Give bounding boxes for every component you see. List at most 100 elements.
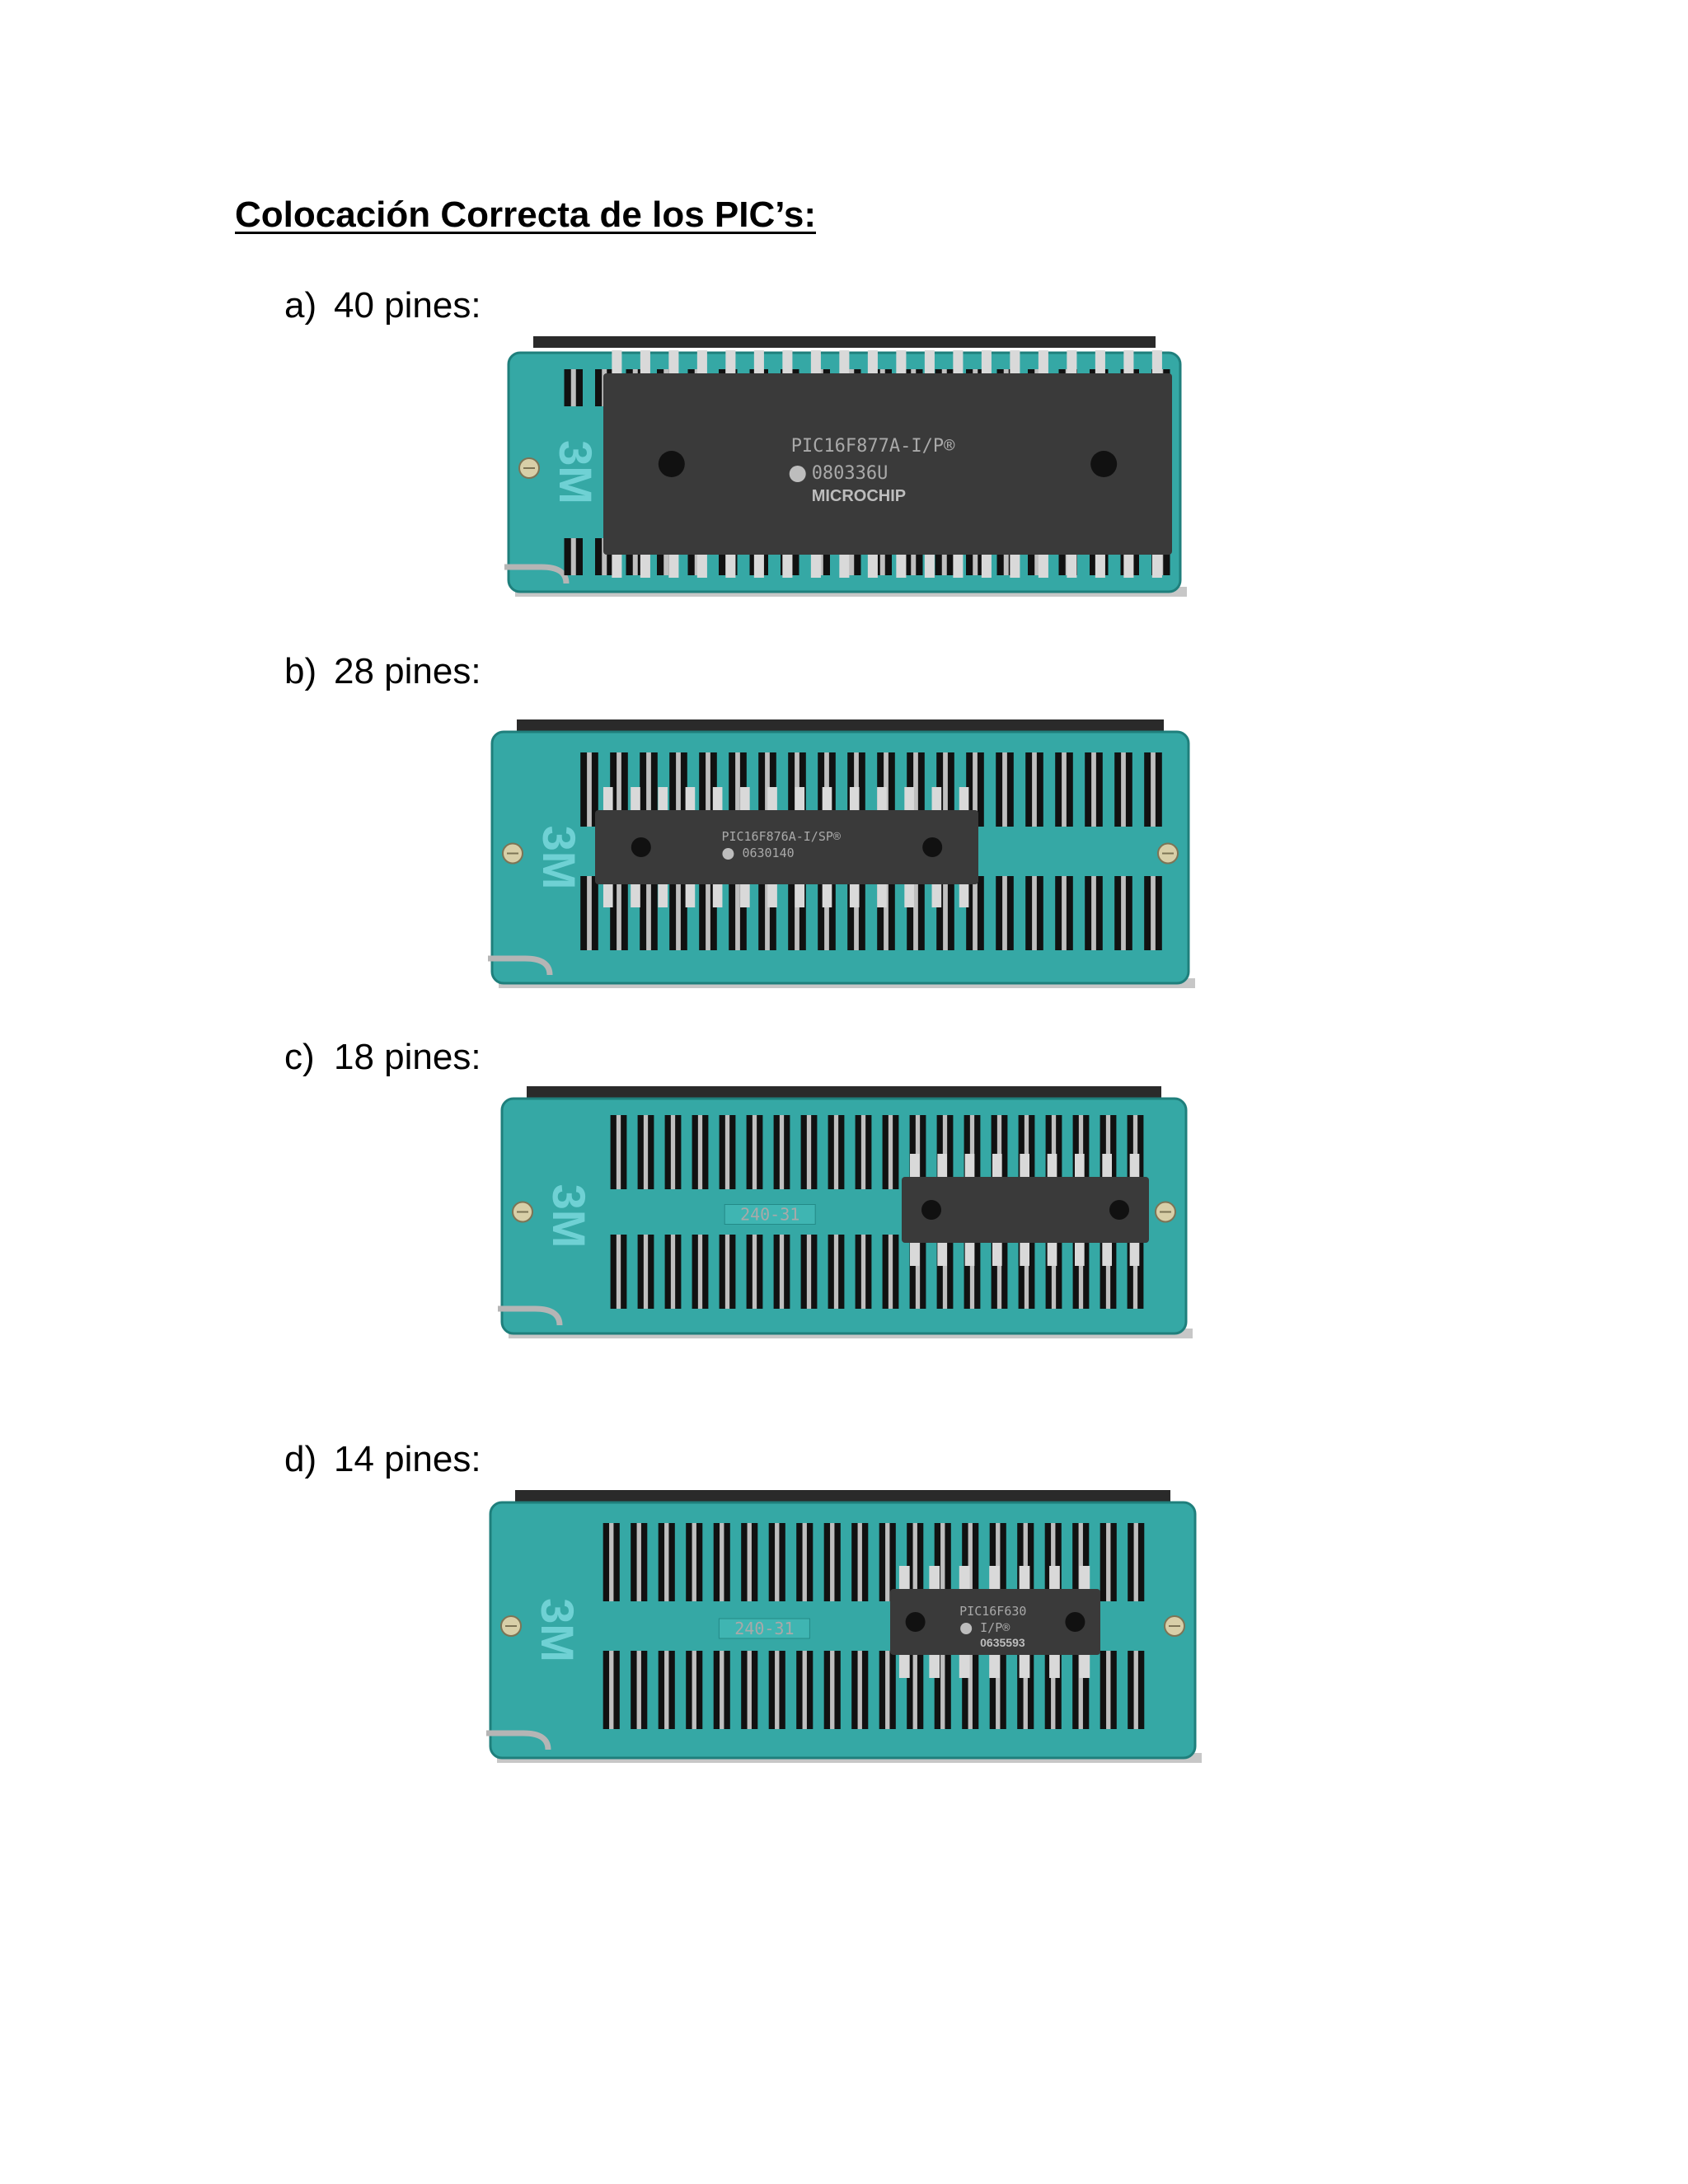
- socket-contact: [915, 1235, 921, 1309]
- chip-pin: [1019, 1566, 1030, 1591]
- chip-pin: [992, 1154, 1002, 1179]
- socket-contact: [643, 1235, 649, 1309]
- chip-pin: [1038, 350, 1048, 375]
- chip-pin: [877, 787, 887, 812]
- socket-base-shadow: [527, 1086, 1161, 1098]
- socket-contact: [1051, 1235, 1057, 1309]
- socket-brand-label: 3M: [543, 1184, 595, 1249]
- chip-pin: [981, 553, 992, 578]
- chip-pin: [959, 883, 969, 907]
- socket-contact: [806, 1235, 812, 1309]
- socket-contact: [609, 1523, 614, 1601]
- chip-pin: [631, 883, 640, 907]
- socket-contact: [1106, 1523, 1111, 1601]
- socket-contact: [724, 1115, 730, 1189]
- socket-contact: [911, 538, 917, 575]
- chip-pin: [1038, 553, 1048, 578]
- socket-contact: [913, 876, 918, 950]
- socket-contact: [913, 752, 918, 827]
- socket-contact: [664, 1523, 669, 1601]
- chip-pin: [924, 350, 935, 375]
- socket-contact: [570, 538, 576, 575]
- chip-pin: [740, 787, 750, 812]
- chip-dimple: [921, 1200, 941, 1220]
- socket-contact: [697, 1115, 703, 1189]
- socket-contact: [663, 538, 669, 575]
- socket-contact: [617, 752, 621, 827]
- chip-pin: [782, 553, 793, 578]
- socket-contact: [1105, 1235, 1111, 1309]
- page-title: Colocación Correcta de los PIC’s:: [235, 194, 816, 235]
- chip-pin: [1075, 1154, 1085, 1179]
- socket-contact: [609, 1651, 614, 1729]
- chip-pin: [1019, 1653, 1030, 1678]
- socket-contact: [802, 1523, 807, 1601]
- chip-pin: [795, 787, 805, 812]
- socket-contact: [912, 1523, 917, 1601]
- chip-pin: [896, 350, 907, 375]
- chip-pin: [1049, 1566, 1060, 1591]
- socket-contact: [775, 1523, 780, 1601]
- chip-pin: [849, 883, 860, 907]
- socket-contact: [747, 1523, 752, 1601]
- chip-marking-line2: 0630140: [742, 846, 794, 860]
- item-label-b: b)28 pines:: [284, 651, 481, 692]
- socket-contact: [806, 1115, 812, 1189]
- chip-pin: [1151, 553, 1162, 578]
- socket-contact: [1062, 876, 1067, 950]
- socket-contact: [616, 1115, 621, 1189]
- socket-contact: [692, 1523, 696, 1601]
- chip-dimple: [1109, 1200, 1129, 1220]
- chip-pin: [1079, 1566, 1090, 1591]
- socket-contact: [1078, 1115, 1084, 1189]
- microchip-logo-icon: [722, 848, 734, 860]
- chip-pin: [898, 1653, 910, 1678]
- chip-pin: [1067, 350, 1077, 375]
- socket-contact: [1078, 1523, 1083, 1601]
- socket-contact: [879, 538, 885, 575]
- item-label-d: d)14 pines:: [284, 1439, 481, 1480]
- socket-contact: [973, 538, 978, 575]
- socket-contact: [802, 1651, 807, 1729]
- socket-contact: [912, 1651, 917, 1729]
- chip-pin: [696, 350, 707, 375]
- socket-contact: [1105, 1115, 1111, 1189]
- chip-pin: [898, 1566, 910, 1591]
- chip-pin: [1102, 1241, 1112, 1266]
- chip-pin: [924, 553, 935, 578]
- item-label-c: c)18 pines:: [284, 1037, 481, 1078]
- socket-contact: [1034, 538, 1040, 575]
- socket-lever: [486, 1730, 551, 1750]
- socket-marking-plate: [718, 1618, 810, 1639]
- socket-brand-label: 3M: [533, 826, 585, 890]
- chip-pin: [753, 553, 764, 578]
- socket-contact: [996, 1651, 1001, 1729]
- chip-pin: [603, 883, 613, 907]
- chip-pin: [1123, 553, 1134, 578]
- item-letter: c): [284, 1037, 315, 1077]
- socket-contact: [752, 1115, 757, 1189]
- chip-pin: [725, 350, 736, 375]
- chip-pin: [685, 883, 696, 907]
- socket-contact: [860, 1235, 866, 1309]
- chip-marking-line2: I/P®: [980, 1620, 1010, 1635]
- microchip-logo-icon: [789, 466, 806, 482]
- socket-contact: [824, 876, 829, 950]
- socket-base-shadow: [515, 1490, 1170, 1502]
- socket-contact: [833, 1235, 839, 1309]
- socket-contact: [1151, 876, 1156, 950]
- socket-contact: [968, 1651, 973, 1729]
- chip-marking-line3: 0635593: [980, 1636, 1025, 1649]
- chip-pin: [795, 883, 805, 907]
- socket-contact: [779, 1115, 785, 1189]
- socket-contact: [1051, 1115, 1057, 1189]
- socket-contact: [968, 1523, 973, 1601]
- socket-contact: [1132, 1115, 1138, 1189]
- chip-pin: [964, 1154, 975, 1179]
- socket-contact: [973, 752, 978, 827]
- socket-contact: [860, 1115, 866, 1189]
